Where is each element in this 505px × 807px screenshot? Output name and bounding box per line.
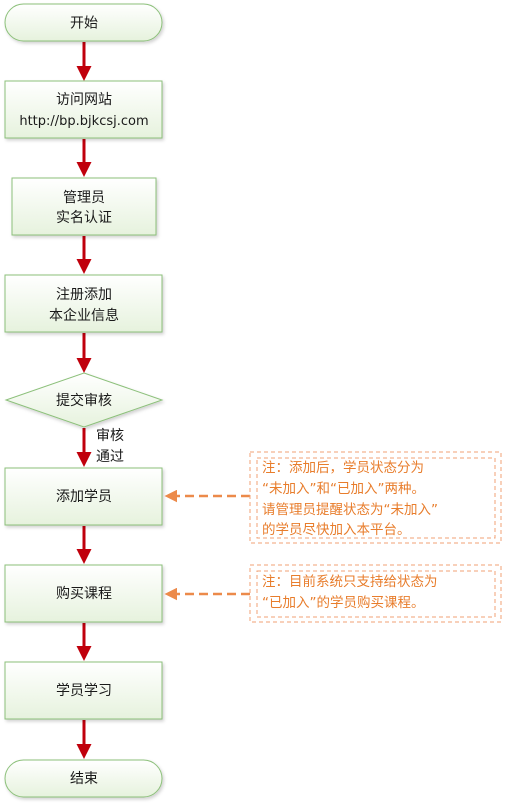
- start-label: 开始: [70, 16, 98, 32]
- note1-line1: 注：添加后，学员状态分为: [262, 460, 424, 476]
- admin-auth-line1: 管理员: [63, 190, 105, 206]
- admin-auth-line2: 实名认证: [56, 210, 112, 226]
- note2-box-inner: [256, 570, 496, 618]
- note2-line2: “已加入”的学员购买课程。: [262, 595, 425, 611]
- submit-review-decision: 提交审核: [4, 372, 164, 428]
- add-student-node: 添加学员: [4, 467, 163, 526]
- student-study-label: 学员学习: [56, 683, 112, 699]
- submit-review-label: 提交审核: [56, 392, 112, 409]
- note1-box: [249, 451, 502, 544]
- note1-box-inner: [256, 457, 496, 539]
- buy-course-label: 购买课程: [56, 586, 112, 602]
- register-company-line2: 本企业信息: [49, 307, 119, 324]
- note2-box: [249, 564, 502, 623]
- buy-course-node: 购买课程: [4, 564, 163, 623]
- visit-website-url: http://bp.bjkcsj.com: [19, 114, 148, 129]
- end-node: 结束: [4, 759, 163, 798]
- note1-line4: 的学员尽快加入本平台。: [262, 522, 411, 538]
- start-node: 开始: [4, 3, 163, 42]
- register-company-line1: 注册添加: [56, 287, 112, 303]
- approved-label-line1: 审核: [96, 428, 124, 444]
- note-buy-course: 注：目前系统只支持给状态为 “已加入”的学员购买课程。: [164, 564, 502, 623]
- note2-line1: 注：目前系统只支持给状态为: [262, 573, 438, 590]
- student-study-node: 学员学习: [4, 661, 163, 720]
- visit-website-label: 访问网站: [56, 92, 112, 108]
- end-label: 结束: [70, 771, 98, 787]
- visit-website-node: 访问网站 http://bp.bjkcsj.com: [4, 80, 163, 139]
- note1-line3: 请管理员提醒状态为“未加入”: [262, 502, 438, 518]
- note-add-student: 注：添加后，学员状态分为 “未加入”和“已加入”两种。 请管理员提醒状态为“未加…: [164, 451, 502, 544]
- register-company-node: 注册添加 本企业信息: [4, 274, 163, 333]
- approved-label-line2: 通过: [96, 449, 124, 465]
- note1-line2: “未加入”和“已加入”两种。: [262, 481, 425, 497]
- add-student-label: 添加学员: [56, 489, 112, 505]
- admin-auth-node: 管理员 实名认证: [11, 177, 157, 236]
